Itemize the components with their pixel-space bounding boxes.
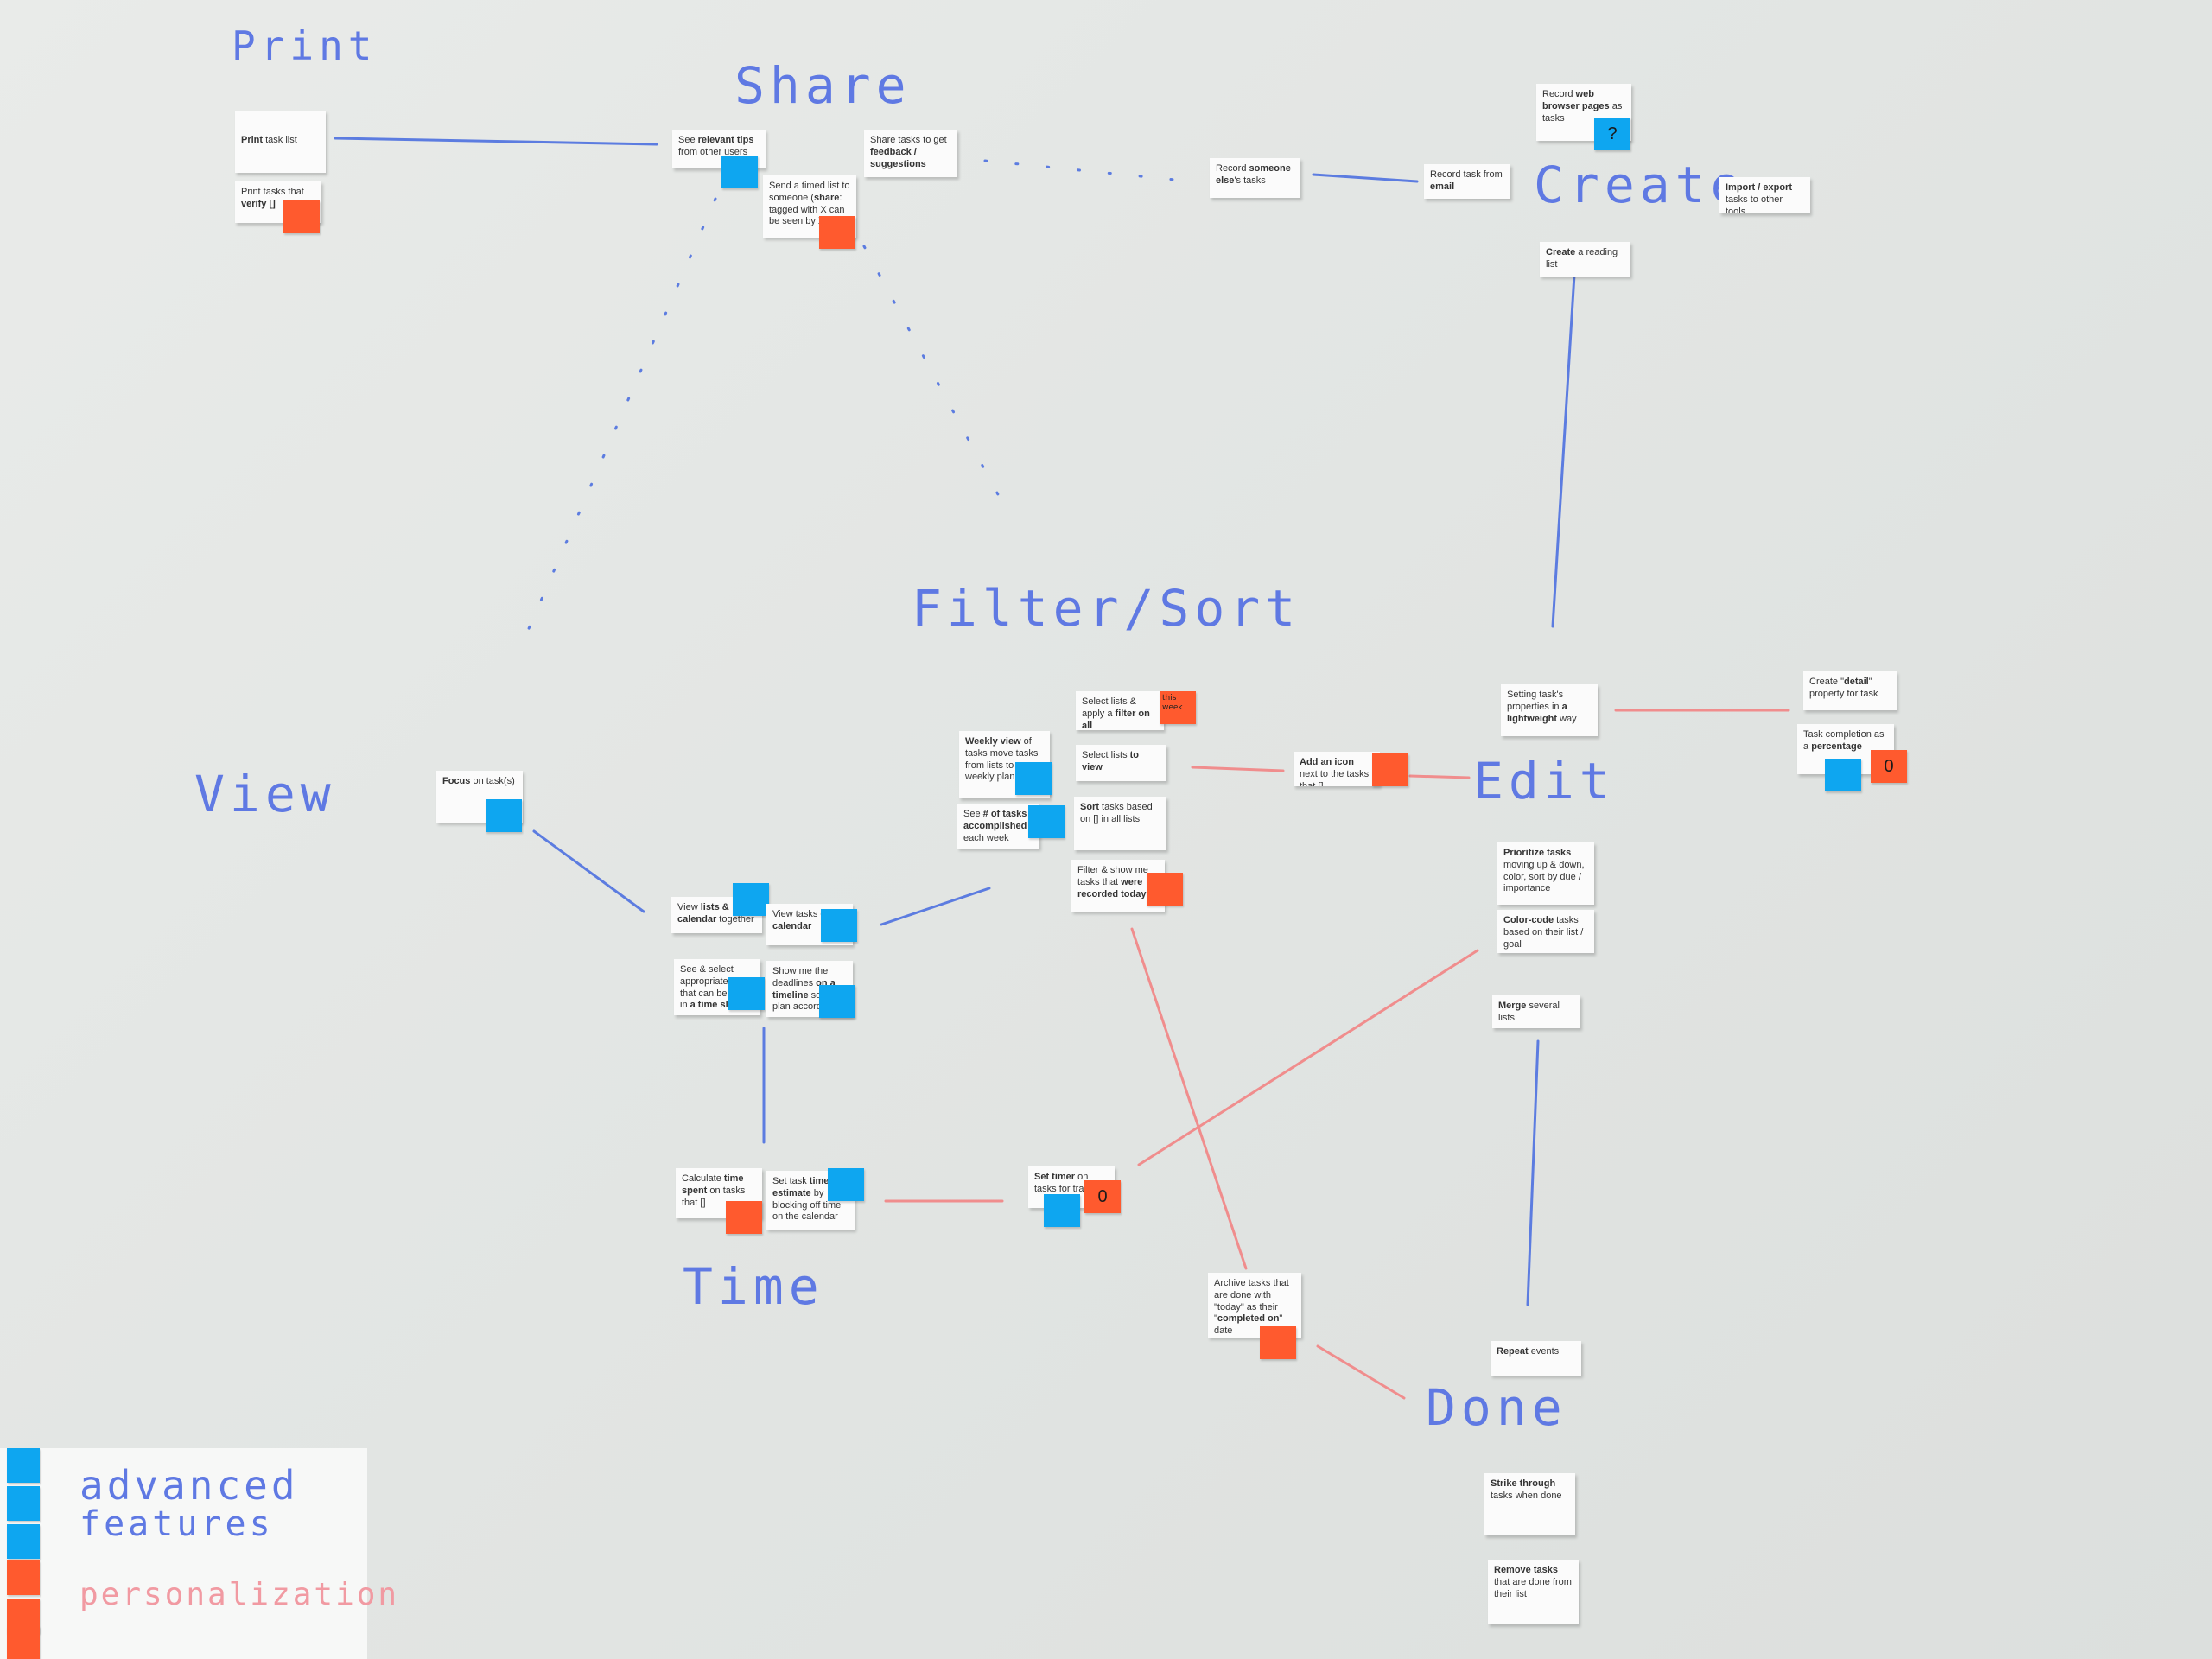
zero-mark: 0: [1884, 757, 1894, 776]
edit-done-link: [1526, 1039, 1540, 1306]
advanced-sticky: [721, 156, 758, 188]
filter-done-link: [1130, 927, 1248, 1270]
card-share-feedback: Share tasks to get feedback / suggestion…: [864, 130, 957, 177]
personalization-sticky: 0: [1871, 750, 1907, 783]
advanced-sticky: [1015, 762, 1052, 795]
card-num-tasks: See # of tasks accomplished each week: [957, 804, 1039, 849]
card-repeat: Repeat events: [1491, 1341, 1581, 1376]
personalization-sticky: [1147, 873, 1183, 906]
question-mark: ?: [1607, 124, 1618, 143]
advanced-sticky: [821, 909, 857, 942]
card-record-email: Record task from email: [1424, 164, 1510, 199]
card-strike: Strike through tasks when done: [1484, 1473, 1575, 1535]
share-create-dotted-link: [983, 159, 1194, 183]
advanced-sticky: [828, 1168, 864, 1201]
personalization-sticky: [726, 1201, 762, 1234]
personalization-sticky: [1372, 753, 1408, 786]
card-print-task-list: Print task list: [235, 111, 326, 173]
timer-edit-link: [1137, 949, 1479, 1166]
archive-done-link: [1316, 1344, 1406, 1400]
view-focus-link: [532, 830, 645, 913]
advanced-sticky: [733, 883, 769, 916]
edit-icon-link: [1408, 774, 1471, 779]
card-record-someone: Record someone else's tasks: [1210, 158, 1300, 198]
card-select-filter: Select lists & apply a filter on all: [1076, 691, 1164, 730]
share-filter-dotted-link: [862, 245, 1013, 520]
legend-personalization-label: personalization: [79, 1577, 400, 1612]
personalization-sticky: this week: [1160, 691, 1196, 724]
print-share-link: [334, 137, 658, 146]
heading-filter-sort: Filter/Sort: [912, 579, 1301, 638]
sticky-note-text: this week: [1162, 694, 1183, 712]
view-filter-link: [880, 887, 991, 926]
advanced-sticky: [1825, 759, 1861, 791]
heading-create: Create: [1534, 156, 1746, 214]
advanced-sticky: [1044, 1194, 1080, 1227]
share-view-dotted-link: [517, 197, 717, 654]
legend: advanced features personalization: [0, 1448, 397, 1659]
advanced-sticky: [728, 977, 765, 1010]
legend-advanced-swatch: [7, 1448, 40, 1483]
personalization-sticky: [1260, 1326, 1296, 1359]
heading-done: Done: [1426, 1378, 1567, 1437]
personalization-sticky: 0: [1084, 1180, 1121, 1213]
card-merge: Merge several lists: [1492, 995, 1580, 1028]
legend-advanced-swatch: [7, 1524, 40, 1559]
card-import-export: Import / export tasks to other tools: [1719, 177, 1810, 213]
card-remove: Remove tasks that are done from their li…: [1488, 1560, 1579, 1624]
card-lightweight: Setting task's properties in a lightweig…: [1501, 684, 1598, 736]
legend-advanced-label: features: [79, 1504, 274, 1544]
card-select-view: Select lists to view: [1076, 745, 1166, 781]
card-sort-tasks: Sort tasks based on [] in all lists: [1074, 797, 1166, 850]
create-edit-link: [1551, 273, 1576, 628]
card-add-icon: Add an icon next to the tasks that []: [1294, 752, 1380, 786]
heading-time: Time: [683, 1257, 824, 1316]
legend-advanced-swatch: [7, 1486, 40, 1521]
card-detail-property: Create "detail" property for task: [1803, 671, 1897, 710]
card-time-estimate: Set task time estimate by blocking off t…: [766, 1171, 855, 1230]
legend-personalization-swatch: [7, 1560, 40, 1595]
heading-edit: Edit: [1473, 752, 1615, 810]
card-prioritize: Prioritize tasks moving up & down, color…: [1497, 842, 1594, 905]
zero-mark: 0: [1097, 1187, 1108, 1206]
card-lists-calendar: View lists & calendar together: [671, 897, 762, 933]
filter-edit-link: [1191, 766, 1285, 772]
card-reading-list: Create a reading list: [1540, 242, 1630, 276]
advanced-sticky: ?: [1594, 118, 1630, 150]
personalization-sticky: [819, 216, 855, 249]
create-link: [1312, 173, 1419, 183]
card-color-code: Color-code tasks based on their list / g…: [1497, 910, 1594, 953]
legend-personalization-swatch: [7, 1626, 40, 1659]
advanced-sticky: [819, 985, 855, 1018]
heading-share: Share: [734, 56, 912, 115]
heading-view: View: [194, 765, 336, 823]
advanced-sticky: [486, 799, 522, 832]
legend-advanced-label: advanced: [79, 1462, 299, 1509]
heading-print: Print: [232, 22, 378, 69]
personalization-sticky: [283, 200, 320, 233]
advanced-sticky: [1028, 805, 1065, 838]
